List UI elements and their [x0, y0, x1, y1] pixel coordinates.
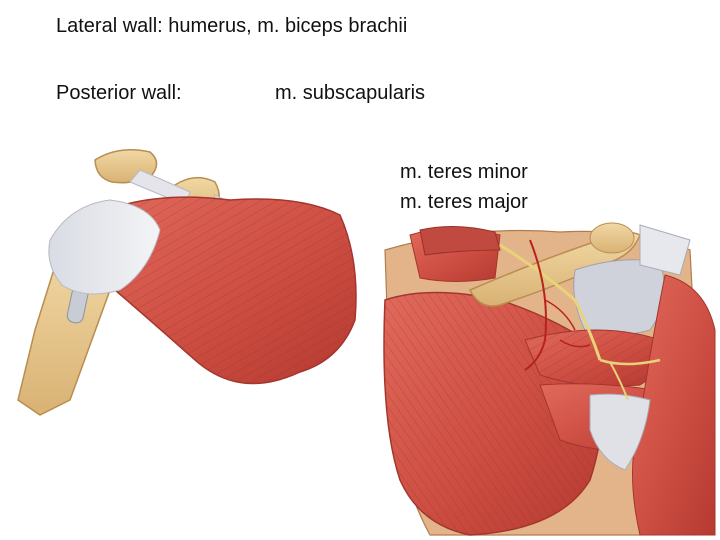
subscapularis-label: m. subscapularis [275, 82, 426, 104]
long-head-tendon [589, 393, 651, 471]
lateral-wall-label: Lateral wall: humerus, m. biceps brachii [56, 15, 408, 37]
right-shoulder-illustration [383, 222, 716, 536]
subscapularis-tendon [48, 199, 161, 295]
axillary-nerve [599, 358, 661, 366]
teres-major-label: m. teres major [400, 191, 528, 213]
suprascapular-artery [524, 239, 547, 371]
rotator-cuff-tendon [573, 259, 665, 336]
teres-minor-label: m. teres minor [400, 161, 528, 183]
scapular-spine [468, 231, 641, 307]
left-shoulder-illustration [17, 149, 357, 416]
triceps-muscle [632, 274, 716, 536]
acromion-process [589, 222, 635, 254]
suprascapular-nerve [499, 243, 602, 361]
posterior-wall-label: Posterior wall: [56, 82, 182, 104]
